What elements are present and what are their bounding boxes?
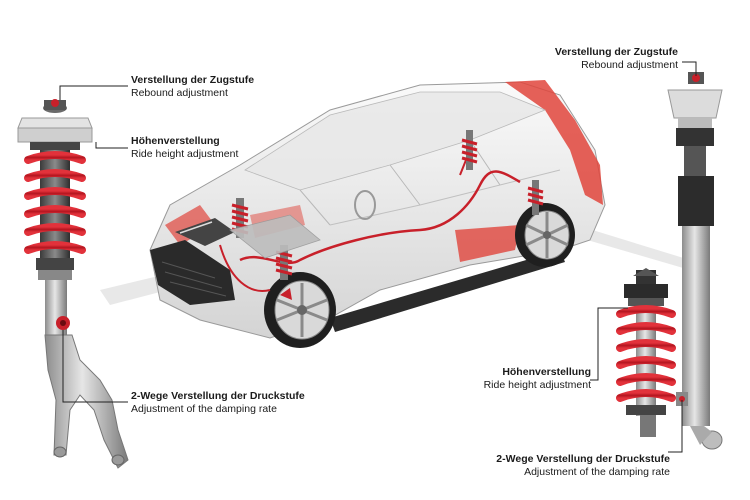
label-left-height: Höhenverstellung Ride height adjustment (131, 135, 238, 161)
label-right-rebound: Verstellung der Zugstufe Rebound adjustm… (555, 46, 678, 72)
label-left-height-en: Ride height adjustment (131, 148, 239, 160)
label-right-height: Höhenverstellung Ride height adjustment (484, 366, 591, 392)
label-right-height-en: Ride height adjustment (483, 379, 591, 391)
label-right-rebound-en: Rebound adjustment (581, 59, 678, 71)
label-right-damping: 2-Wege Verstellung der Druckstufe Adjust… (496, 453, 670, 479)
front-wheel (264, 272, 336, 348)
label-right-damping-de: 2-Wege Verstellung der Druckstufe (496, 453, 670, 465)
label-left-rebound: Verstellung der Zugstufe Rebound adjustm… (131, 74, 254, 100)
left-coilover-strut (17, 99, 129, 469)
label-right-height-de: Höhenverstellung (502, 366, 591, 378)
right-spring-unit (616, 268, 688, 437)
label-left-damping-de: 2-Wege Verstellung der Druckstufe (131, 390, 305, 402)
label-left-damping-en: Adjustment of the damping rate (131, 403, 277, 415)
label-right-rebound-de: Verstellung der Zugstufe (554, 46, 678, 58)
label-left-damping: 2-Wege Verstellung der Druckstufe Adjust… (131, 390, 305, 416)
label-left-rebound-en: Rebound adjustment (131, 87, 228, 99)
car-front-left-damper (231, 198, 249, 238)
rear-wheel (515, 203, 575, 267)
car-rear-left-damper (461, 130, 478, 170)
car-front-right-damper (275, 245, 293, 280)
car-rear-right-damper (527, 180, 544, 215)
car-cutaway (149, 80, 606, 348)
label-left-rebound-de: Verstellung der Zugstufe (131, 74, 255, 86)
label-left-height-de: Höhenverstellung (131, 135, 220, 147)
label-right-damping-en: Adjustment of the damping rate (524, 466, 670, 478)
leader-lines (59, 61, 697, 453)
